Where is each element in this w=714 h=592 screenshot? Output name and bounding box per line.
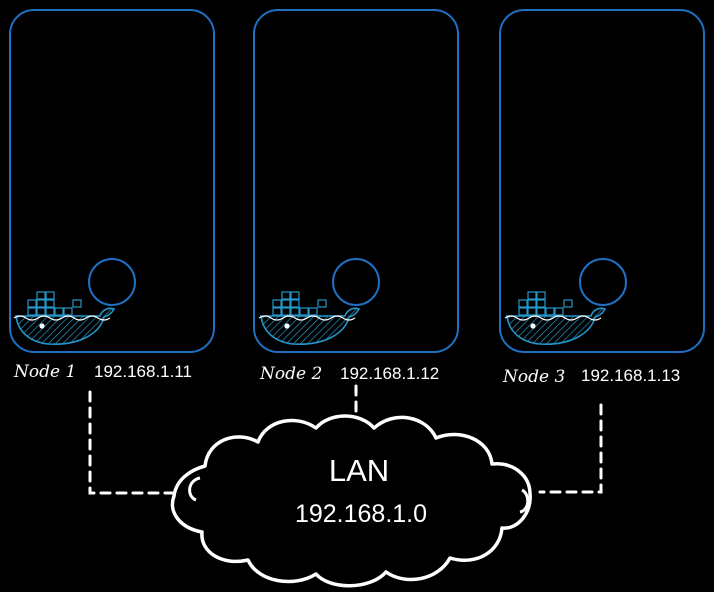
- node-2-ip: 192.168.1.12: [340, 364, 439, 383]
- lan-cloud: LAN 192.168.1.0: [170, 414, 532, 588]
- node-1-box: [9, 9, 215, 353]
- node-2-container-circle: [332, 258, 380, 306]
- node-1-lan-link: [88, 390, 174, 495]
- node-1: Node 1 192.168.1.11: [9, 9, 215, 382]
- lan-title: LAN: [329, 453, 389, 488]
- lan-cloud-curl-left: [188, 476, 201, 502]
- node-1-ip: 192.168.1.11: [94, 362, 192, 381]
- node-1-container-circle: [88, 258, 136, 306]
- node-3-box: [499, 9, 705, 353]
- node-3-lan-link: [538, 403, 603, 494]
- node-3-ip: 192.168.1.13: [581, 366, 680, 385]
- lan-cloud-curl-right: [519, 488, 530, 514]
- node-2-name: Node 2: [259, 364, 322, 384]
- lan-cloud-shape: [170, 414, 532, 588]
- node-2-box: [253, 9, 459, 353]
- lan-subnet: 192.168.1.0: [295, 500, 427, 528]
- node-3-name: Node 3: [502, 367, 565, 387]
- node-3: Node 3 192.168.1.13: [499, 9, 705, 387]
- node-3-container-circle: [579, 258, 627, 306]
- docker-whale-icon: [258, 291, 360, 346]
- node-1-name: Node 1: [13, 362, 76, 382]
- node-2: Node 2 192.168.1.12: [253, 9, 459, 384]
